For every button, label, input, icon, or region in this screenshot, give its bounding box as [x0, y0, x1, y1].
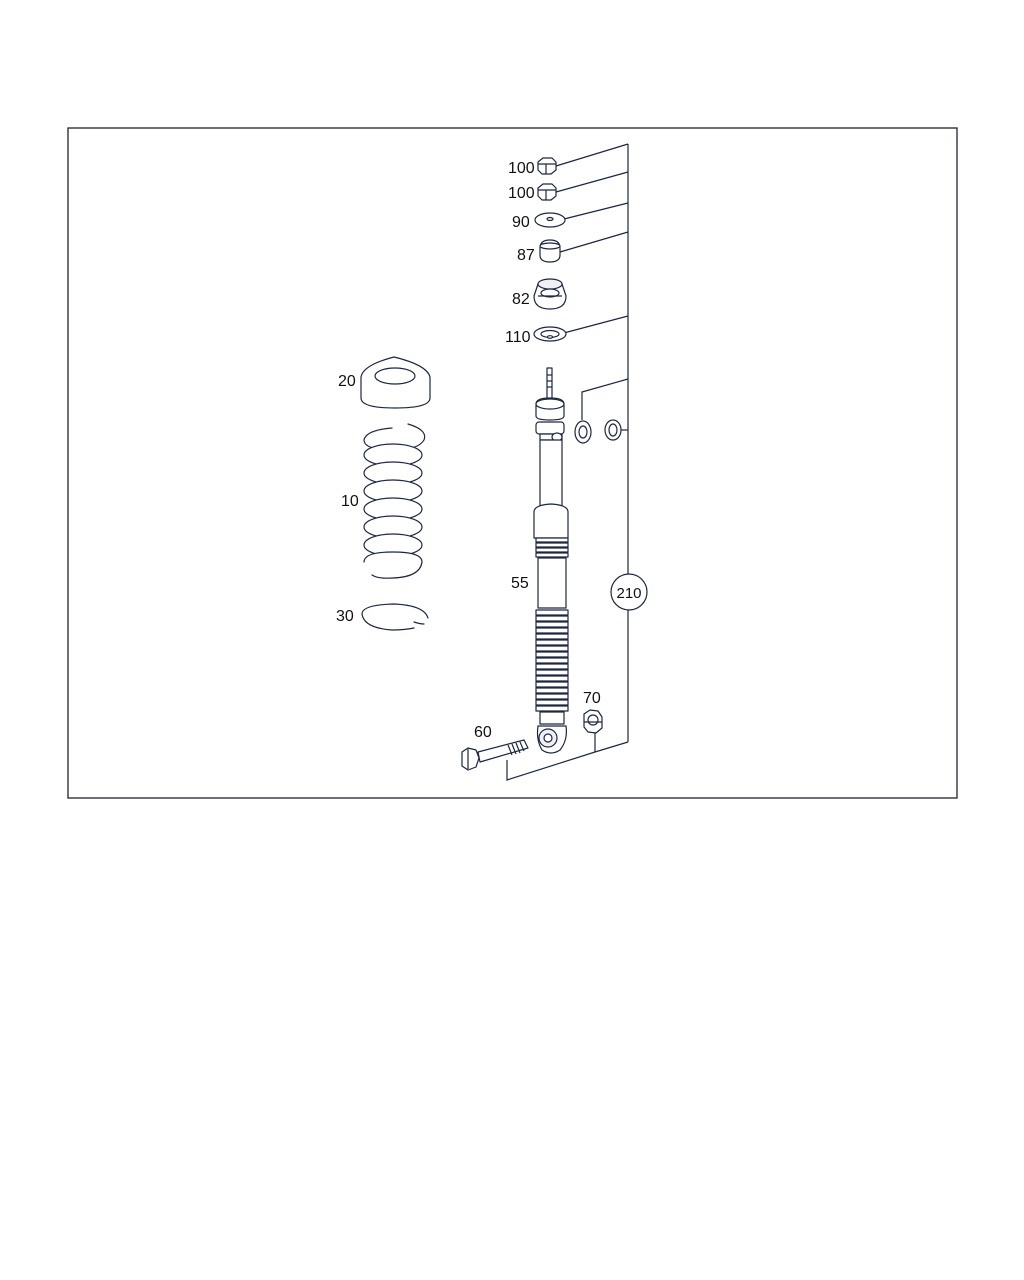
callout-10: 10 [341, 493, 359, 510]
washer-90 [534, 212, 566, 228]
callout-87: 87 [517, 247, 535, 264]
callout-20: 20 [338, 373, 356, 390]
callout-30: 30 [336, 608, 354, 625]
assembly-bracket-210: 210 [506, 143, 648, 781]
callout-100-bottom: 100 [508, 185, 535, 202]
spring-pad-30 [361, 603, 429, 631]
nut-100-top [537, 157, 557, 175]
callout-70: 70 [583, 690, 601, 707]
washer-110 [533, 326, 567, 342]
callout-82: 82 [512, 291, 530, 308]
coil-spring-10 [363, 423, 426, 579]
nut-70 [583, 709, 603, 734]
callout-110: 110 [505, 329, 531, 346]
nut-100-bottom [537, 183, 557, 201]
rubber-buffer-87 [539, 239, 561, 263]
set-circle-210 [610, 573, 648, 611]
callout-60: 60 [474, 724, 492, 741]
callout-210: 210 [616, 585, 641, 602]
diagram-frame [67, 127, 958, 799]
shock-absorber-55 [533, 367, 569, 754]
bolt-60 [461, 739, 529, 771]
mount-bushing-82 [533, 278, 567, 310]
spring-cap-20 [360, 356, 431, 409]
callout-90: 90 [512, 214, 530, 231]
callout-100-top: 100 [508, 160, 535, 177]
callout-55: 55 [511, 575, 529, 592]
washer-pair [574, 419, 622, 444]
